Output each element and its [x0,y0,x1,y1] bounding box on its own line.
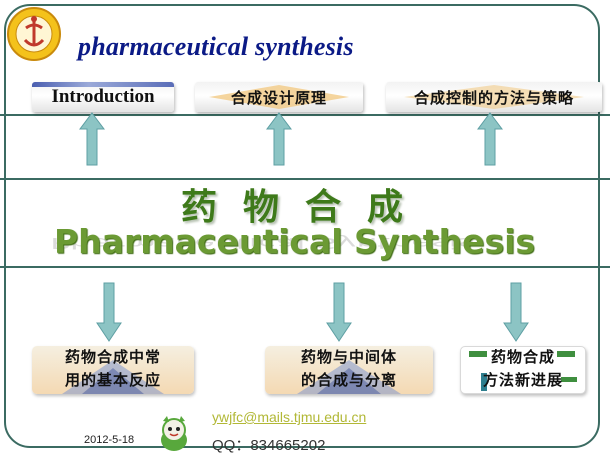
new-methods-box[interactable]: 药物合成 方法新进展 [460,346,586,394]
intermediates-line2: 的合成与分离 [300,373,397,389]
new-methods-label: 药物合成 方法新进展 [483,347,563,393]
slide-date: 2012-5-18 [84,434,135,446]
synthesis-design-box[interactable]: 合成设计原理 [195,82,363,112]
intermediates-box[interactable]: 药物与中间体 的合成与分离 [265,346,433,394]
english-title-text: Pharmaceutical Synthesis [54,222,536,261]
molecule-decoration-icon [469,351,577,391]
contact-qq: QQ：834665202 [212,437,326,454]
mascot-icon [161,416,187,451]
common-reactions-line2: 用的基本反应 [64,373,161,389]
chinese-title: 药物合成 [180,187,429,227]
slide-frame [4,4,600,448]
diamond-decoration-icon [404,85,584,109]
page-title: pharmaceutical synthesis [78,32,354,61]
common-reactions-label: 药物合成中常 用的基本反应 [65,347,161,393]
contact-email-link[interactable]: ywjfc@mails.tjmu.edu.cn [212,409,367,425]
down-arrow-icon [326,282,352,342]
box-header-strip [32,82,174,87]
new-methods-line2: 方法新进展 [482,373,563,389]
new-methods-line1: 药物合成 [490,350,555,366]
fan-decoration-icon [297,360,401,394]
diamond-decoration-icon [209,85,349,109]
synthesis-control-box[interactable]: 合成控制的方法与策略 [386,82,602,112]
down-arrow-icon [503,282,529,342]
common-reactions-line1: 药物合成中常 [64,350,161,366]
english-title: Pharmaceutical Synthesis [54,222,535,261]
title-band [0,178,610,268]
common-reactions-box[interactable]: 药物合成中常 用的基本反应 [32,346,194,394]
introduction-label: Introduction [51,86,155,107]
down-arrow-icon [96,282,122,342]
introduction-box[interactable]: Introduction [32,82,174,112]
top-divider [0,114,610,116]
intermediates-label: 药物与中间体 的合成与分离 [301,347,397,393]
up-arrow-icon [477,112,503,166]
synthesis-design-label: 合成设计原理 [230,90,327,107]
up-arrow-icon [79,112,105,166]
up-arrow-icon [266,112,292,166]
intermediates-line1: 药物与中间体 [300,350,397,366]
fan-decoration-icon [62,360,164,394]
university-logo-icon [7,7,61,61]
synthesis-control-label: 合成控制的方法与策略 [413,90,574,107]
